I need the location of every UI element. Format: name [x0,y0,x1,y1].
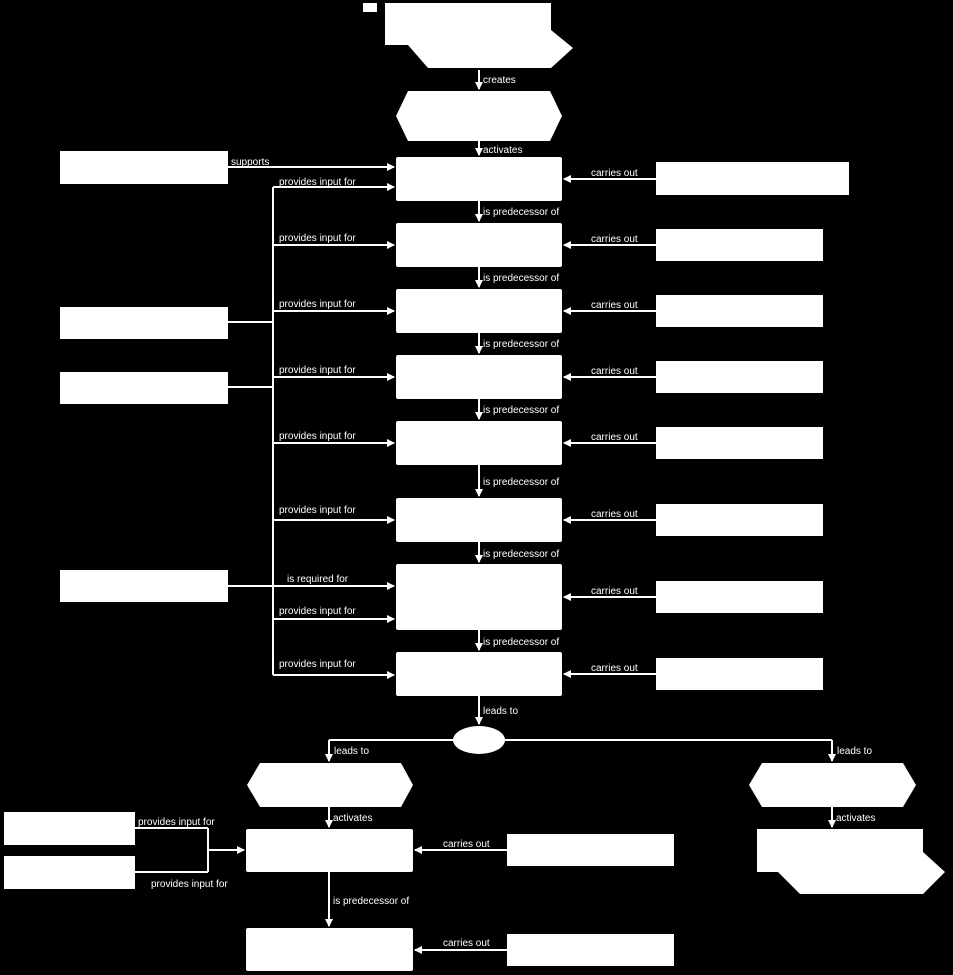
event-hexagon-right [749,763,916,807]
supporting-resource-box [60,151,228,184]
activity-box-1 [396,157,562,201]
activity-box-2 [396,223,562,267]
label-input-7: provides input for [279,606,356,617]
label-input-1: provides input for [279,177,356,188]
label-predecessor-1: is predecessor of [483,207,559,218]
activity-box-5 [396,421,562,465]
label-required: is required for [287,574,349,585]
label-input-2: provides input for [279,233,356,244]
role-box-5 [656,427,823,459]
label-carries-2: carries out [591,234,638,245]
role-box-7 [656,581,823,613]
required-resource-box [60,570,228,602]
label-carries-1: carries out [591,168,638,179]
corner-marker [363,3,377,12]
label-input-3: provides input for [279,299,356,310]
lower-role-box-2 [507,934,674,966]
label-carries-7: carries out [591,586,638,597]
activity-box-3 [396,289,562,333]
role-box-6 [656,504,823,536]
role-box-3 [656,295,823,327]
label-creates: creates [483,75,516,86]
label-input-4: provides input for [279,365,356,376]
label-predecessor-3: is predecessor of [483,339,559,350]
label-activates-right: activates [836,813,875,824]
label-predecessor-2: is predecessor of [483,273,559,284]
label-input-8: provides input for [279,659,356,670]
start-event-document [385,3,573,68]
label-predecessor-5: is predecessor of [483,477,559,488]
role-box-8 [656,658,823,690]
label-carries-5: carries out [591,432,638,443]
decision-connector [453,726,505,754]
activity-box-7 [396,564,562,630]
label-predecessor-6: is predecessor of [483,549,559,560]
role-box-4 [656,361,823,393]
label-leads-to-right: leads to [837,746,872,757]
input-resource-box-1 [60,307,228,339]
label-carries-4: carries out [591,366,638,377]
event-hexagon-left [247,763,413,807]
label-input-5: provides input for [279,431,356,442]
label-lower-input-1: provides input for [138,817,215,828]
label-predecessor-4: is predecessor of [483,405,559,416]
label-predecessor-7: is predecessor of [483,637,559,648]
lower-input-box-1 [4,812,135,845]
lower-input-box-2 [4,856,135,889]
label-carries-8: carries out [591,663,638,674]
activity-box-4 [396,355,562,399]
role-box-2 [656,229,823,261]
event-hexagon-top [396,91,562,141]
label-input-6: provides input for [279,505,356,516]
label-carries-3: carries out [591,300,638,311]
label-supports: supports [231,157,269,168]
label-activates-1: activates [483,145,522,156]
end-event-document [757,829,945,894]
lower-role-box-1 [507,834,674,866]
activity-box-8 [396,652,562,696]
label-lower-carries-1: carries out [443,839,490,850]
label-lower-carries-2: carries out [443,938,490,949]
label-lower-predecessor: is predecessor of [333,896,409,907]
label-activates-left: activates [333,813,372,824]
label-leads-to-center: leads to [483,706,518,717]
input-resource-box-2 [60,372,228,404]
role-box-1 [656,162,849,195]
activity-box-6 [396,498,562,542]
label-leads-to-left: leads to [334,746,369,757]
lower-activity-box-1 [246,829,413,872]
label-lower-input-2: provides input for [151,879,228,890]
label-carries-6: carries out [591,509,638,520]
lower-activity-box-2 [246,928,413,971]
